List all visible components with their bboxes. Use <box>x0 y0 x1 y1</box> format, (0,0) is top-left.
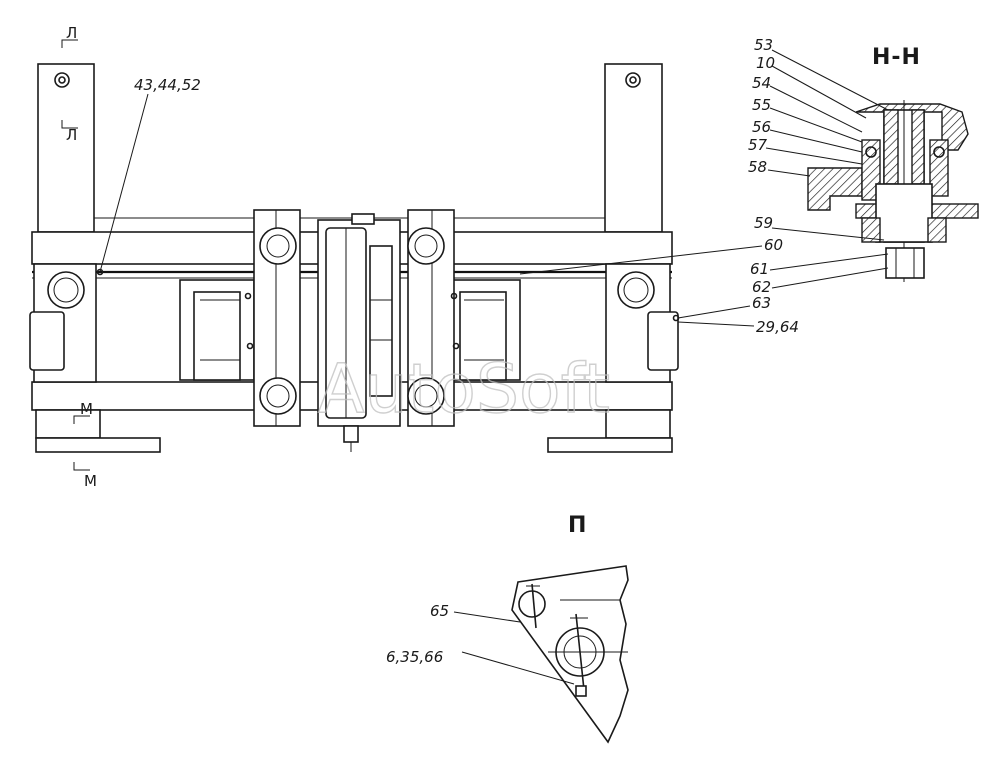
right-clamp-box <box>647 311 679 371</box>
callout-43-44-52: 43,44,52 <box>134 76 201 94</box>
roller-bottom-right <box>407 377 445 415</box>
cut-mark-l-bottom: Л <box>66 126 77 144</box>
cut-markers: Л Л М М <box>61 24 97 490</box>
callout-62: 62 <box>752 278 771 296</box>
cut-mark-m-top: М <box>80 400 93 418</box>
roller-top-right <box>407 227 445 265</box>
left-post-bolt <box>54 72 70 88</box>
cut-mark-l-top: Л <box>66 24 77 42</box>
view-p-title: П <box>568 513 587 538</box>
callout-55: 55 <box>752 96 771 114</box>
right-post-bolt <box>625 72 641 88</box>
left-end-roller <box>47 271 85 309</box>
callout-57: 57 <box>748 136 768 154</box>
watermark: AutoSoft <box>318 350 610 429</box>
callout-53: 53 <box>754 36 773 54</box>
callout-61: 61 <box>750 260 769 278</box>
callout-63: 63 <box>752 294 771 312</box>
right-end-roller <box>617 271 655 309</box>
pin-65 <box>518 590 546 618</box>
left-post <box>37 63 95 233</box>
cut-mark-m-bottom: М <box>84 472 97 490</box>
hh-nut <box>885 247 925 279</box>
callout-58: 58 <box>748 158 767 176</box>
left-foot <box>35 437 161 453</box>
callout-59: 59 <box>754 214 773 232</box>
callout-29-64: 29,64 <box>756 318 799 336</box>
roller-top-left <box>259 227 297 265</box>
section-h-h-callouts: 53 10 54 55 56 57 58 59 60 61 62 63 29,6… <box>519 36 889 336</box>
section-h-h-view: Н-Н <box>807 45 979 282</box>
callout-56: 56 <box>752 118 771 136</box>
roller-bottom-left <box>259 377 297 415</box>
callout-60: 60 <box>764 236 783 254</box>
right-foot <box>547 437 673 453</box>
callout-6-35-66: 6,35,66 <box>386 648 443 666</box>
right-post <box>604 63 663 233</box>
callout-54: 54 <box>752 74 771 92</box>
view-p: П 65 6,35,66 <box>386 513 629 744</box>
section-h-h-title: Н-Н <box>872 45 921 70</box>
left-clamp-box <box>29 311 65 371</box>
callout-65: 65 <box>430 602 449 620</box>
callout-10: 10 <box>756 54 775 72</box>
